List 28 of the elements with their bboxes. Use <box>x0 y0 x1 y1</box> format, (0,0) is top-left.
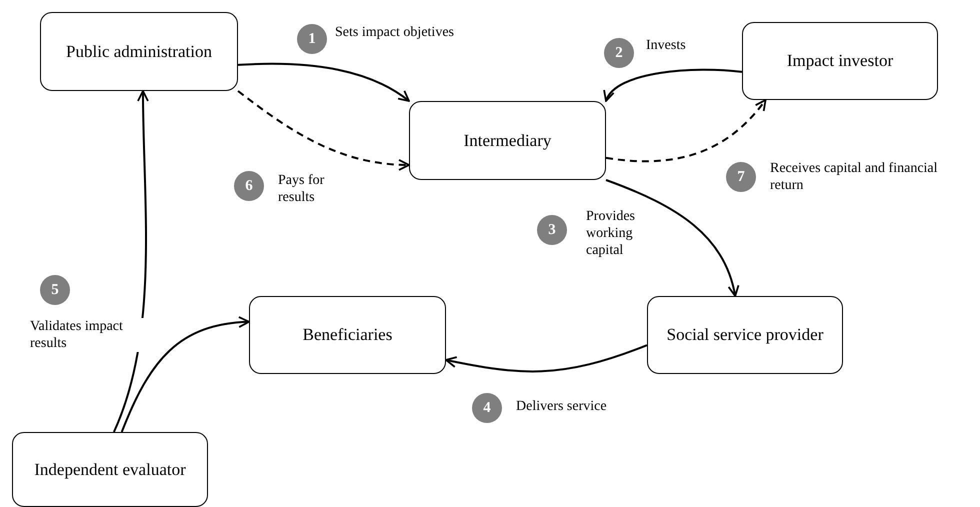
node-label: Independent evaluator <box>34 460 186 480</box>
process-box <box>742 22 938 100</box>
step-number-badge: 6 <box>234 171 264 201</box>
process-box <box>249 296 446 374</box>
step-number-badge: 4 <box>472 393 502 423</box>
process-box <box>12 432 208 507</box>
arrow <box>605 68 742 102</box>
arrow <box>113 90 149 432</box>
step-number-badge: 1 <box>297 24 327 54</box>
step-number-badge: 7 <box>726 162 756 192</box>
node-label: Public administration <box>66 42 212 62</box>
step-number-badge: 3 <box>537 215 567 245</box>
arrow <box>606 179 739 297</box>
node-label: Impact investor <box>786 51 894 71</box>
node-label: Beneficiaries <box>302 325 392 345</box>
arrow <box>237 90 410 170</box>
node-label: Social service provider <box>666 325 824 345</box>
node-label: Intermediary <box>464 130 552 150</box>
arrow <box>120 316 250 432</box>
arrow <box>606 99 766 162</box>
process-box <box>647 296 843 374</box>
process-box <box>409 101 606 180</box>
process-box <box>40 12 238 91</box>
step-number-badge: 5 <box>40 275 70 305</box>
step-number-badge: 2 <box>604 38 634 68</box>
arrow <box>445 344 648 372</box>
arrow <box>238 62 410 102</box>
edge-label: Sets impact objetives <box>335 24 454 41</box>
